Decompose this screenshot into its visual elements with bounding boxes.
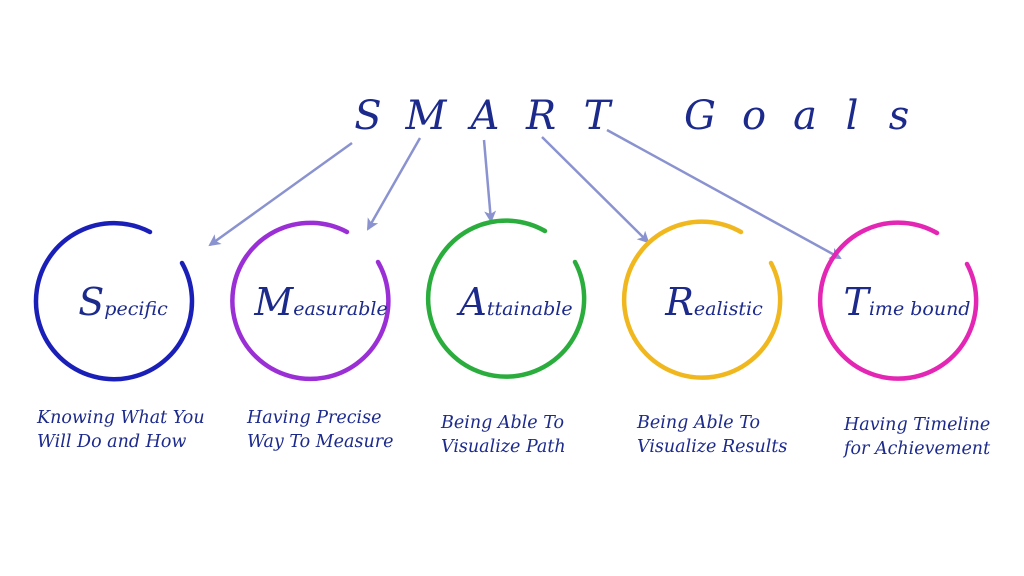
goal-rest: pecific <box>104 298 168 320</box>
title-letter: o <box>742 93 766 139</box>
goal-rest: ime bound <box>869 298 971 320</box>
title-letter: M <box>405 93 448 139</box>
arrow-specific <box>208 141 353 247</box>
goal-description-line: Visualize Path <box>441 437 566 457</box>
title-letter: l <box>846 93 859 139</box>
goal-rest: ttainable <box>487 298 573 320</box>
goal-description-line: Being Able To <box>636 413 760 433</box>
goal-description-line: for Achievement <box>842 439 991 459</box>
goal-specific: Specific Knowing What You Will Do and Ho… <box>33 220 205 452</box>
goal-time-bound: Time bound Having Timeline for Achieveme… <box>817 220 991 459</box>
goal-attainable: Attainable Being Able To Visualize Path <box>425 218 587 457</box>
title-letter: S <box>354 93 381 139</box>
goal-rest: ealistic <box>694 298 763 320</box>
goal-label: Measurable <box>253 280 387 324</box>
goal-realistic: Realistic Being Able To Visualize Result… <box>621 219 787 457</box>
goal-description-line: Visualize Results <box>637 437 787 457</box>
title-letter: A <box>467 93 500 139</box>
arrow-time-bound <box>606 128 842 260</box>
goal-initial: T <box>844 280 872 324</box>
arrows <box>208 128 842 260</box>
title-letter: a <box>793 93 817 139</box>
ring-attainable <box>425 218 587 379</box>
arrow-attainable <box>482 139 497 223</box>
goal-label: Realistic <box>664 280 763 324</box>
goal-initial: S <box>78 280 104 324</box>
title-letter: s <box>889 93 910 139</box>
arrow-measurable <box>366 137 422 231</box>
goal-label: Attainable <box>456 280 572 324</box>
goal-description-line: Will Do and How <box>37 432 186 452</box>
ring-realistic <box>621 219 783 380</box>
goal-label: Specific <box>78 280 168 324</box>
ring-specific <box>33 220 195 382</box>
arrow-realistic <box>541 136 650 244</box>
title: S M A R T G o a l s <box>354 93 909 139</box>
goal-initial: M <box>253 280 294 324</box>
title-letter: G <box>684 93 716 139</box>
goal-description-line: Way To Measure <box>247 432 393 452</box>
goal-rest: easurable <box>293 298 387 320</box>
goal-description-line: Having Timeline <box>843 415 990 435</box>
ring-measurable <box>230 220 391 382</box>
goal-measurable: Measurable Having Precise Way To Measure <box>230 220 393 452</box>
goal-description-line: Being Able To <box>440 413 564 433</box>
goal-initial: R <box>664 280 694 324</box>
goal-initial: A <box>456 280 486 324</box>
goal-label: Time bound <box>844 280 971 324</box>
goal-description-line: Knowing What You <box>36 408 205 428</box>
ring-time-bound <box>817 220 979 381</box>
title-letter: R <box>525 93 556 139</box>
goal-description-line: Having Precise <box>246 408 381 428</box>
